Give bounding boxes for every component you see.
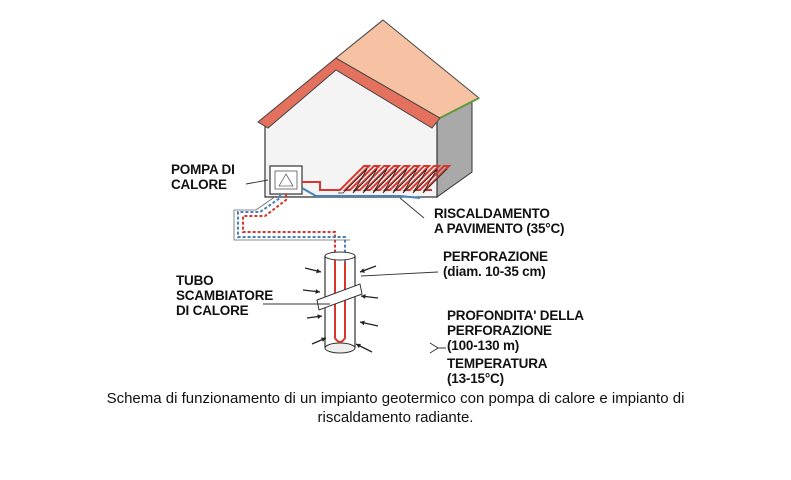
label-floor-heating: RISCALDAMENTO A PAVIMENTO (35°C)	[434, 206, 565, 236]
pipe-cold-return	[301, 187, 421, 199]
heat-arrow-head	[356, 343, 361, 349]
leader-lines	[245, 179, 446, 354]
ground-heat-arrows	[302, 265, 379, 353]
borehole	[316, 251, 363, 354]
label-borehole: PERFORAZIONE (diam. 10-35 cm)	[443, 249, 548, 279]
floor-heating-pipe-dark	[338, 168, 448, 194]
heat-pump-unit	[269, 165, 303, 195]
label-exchanger-tube: TUBO SCAMBIATORE DI CALORE	[176, 273, 274, 318]
roof-ridge	[335, 19, 384, 59]
floor-heating-coil	[335, 165, 452, 194]
u-tube	[334, 262, 346, 343]
connecting-pipes	[233, 181, 421, 262]
figure-caption: Schema di funzionamento di un impianto g…	[106, 390, 685, 426]
heat-arrow-head	[315, 289, 320, 294]
house	[257, 19, 480, 198]
heat-arrow-head	[361, 294, 366, 299]
heat-arrow-head	[317, 314, 322, 319]
label-borehole-depth: PROFONDITA' DELLA PERFORAZIONE (100-130 …	[447, 308, 584, 353]
heat-arrow-head	[360, 268, 365, 273]
pipe-outline	[233, 195, 350, 241]
label-heat-pump: POMPA DI CALORE	[171, 162, 235, 192]
heat-arrow-head	[360, 320, 365, 326]
roof-gutter	[439, 97, 480, 119]
pipe-to-borehole-cold	[237, 194, 346, 262]
label-temperature: TEMPERATURA (13-15°C)	[447, 356, 548, 386]
pipe-to-borehole-hot	[242, 194, 336, 262]
pipe-hot-to-coil	[302, 181, 335, 191]
cutting-plane	[316, 283, 363, 311]
heat-arrow-head	[321, 337, 326, 342]
heat-arrow-head	[316, 268, 321, 274]
floor-heating-pipe	[335, 165, 452, 191]
